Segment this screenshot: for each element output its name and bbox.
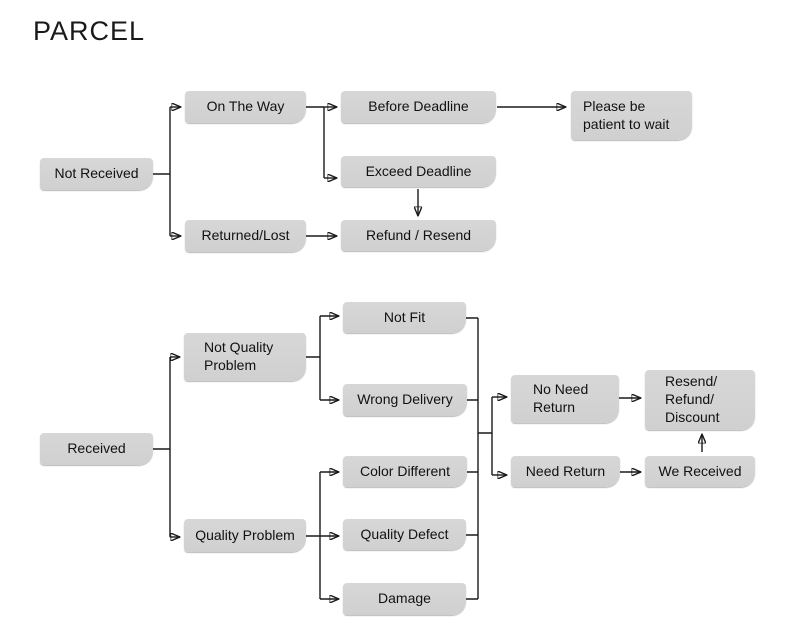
node-returned-lost: Returned/Lost [185,220,306,252]
diagram-title: PARCEL [33,16,146,46]
node-damage: Damage [343,583,466,615]
node-need-return: Need Return [511,456,620,487]
node-no-need-return: No Need Return [511,375,619,423]
node-received: Received [40,433,153,465]
node-label: Please be patient to wait [583,97,670,132]
node-wrong-delivery: Wrong Delivery [343,384,467,416]
node-not-fit: Not Fit [343,302,466,333]
node-label: Exceed Deadline [365,162,472,179]
node-please-be-patient: Please be patient to wait [571,91,692,140]
node-quality-problem: Quality Problem [184,519,306,552]
node-quality-defect: Quality Defect [343,519,466,550]
node-refund-resend: Refund / Resend [341,220,496,251]
node-not-quality-problem: Not Quality Problem [184,333,306,381]
node-label: Returned/Lost [201,227,290,244]
node-color-different: Color Different [343,456,467,487]
node-label: Need Return [525,462,606,479]
node-we-received: We Received [645,456,755,487]
node-before-deadline: Before Deadline [341,91,496,123]
node-label: Before Deadline [368,98,469,115]
node-label: Not Received [54,165,139,182]
node-label: Wrong Delivery [357,391,453,408]
node-label: On The Way [206,98,285,115]
node-label: We Received [658,462,742,479]
node-label: No Need Return [533,381,589,415]
node-label: Color Different [359,462,450,479]
node-label: Refund / Resend [365,226,472,243]
node-label: Received [67,440,126,457]
node-resend-refund-discount: Resend/ Refund/ Discount [645,370,755,430]
node-label: Not Fit [383,308,426,325]
node-exceed-deadline: Exceed Deadline [341,156,496,187]
node-label: Damage [378,590,431,607]
node-label: Quality Problem [195,526,295,543]
node-label: Quality Defect [360,525,449,542]
node-not-received: Not Received [40,158,153,190]
node-label: Resend/ Refund/ Discount [665,373,720,425]
node-label: Not Quality Problem [204,339,274,373]
node-on-the-way: On The Way [185,91,306,123]
